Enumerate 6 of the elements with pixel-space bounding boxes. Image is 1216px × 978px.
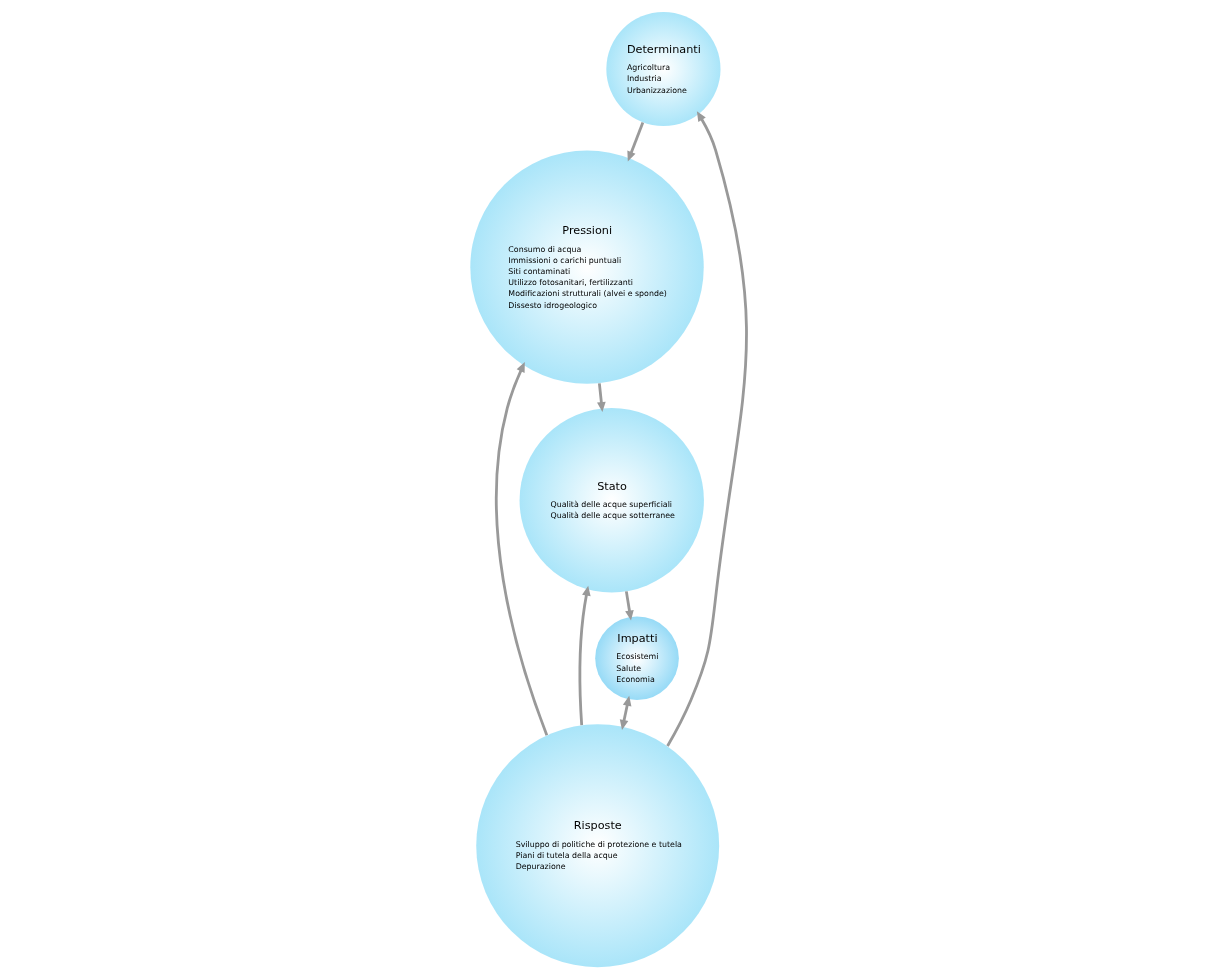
arrow xyxy=(494,361,548,736)
arrow xyxy=(624,590,634,620)
arrow xyxy=(577,585,591,725)
arrow xyxy=(626,121,644,161)
arrow xyxy=(596,382,606,412)
arrow xyxy=(665,110,748,747)
